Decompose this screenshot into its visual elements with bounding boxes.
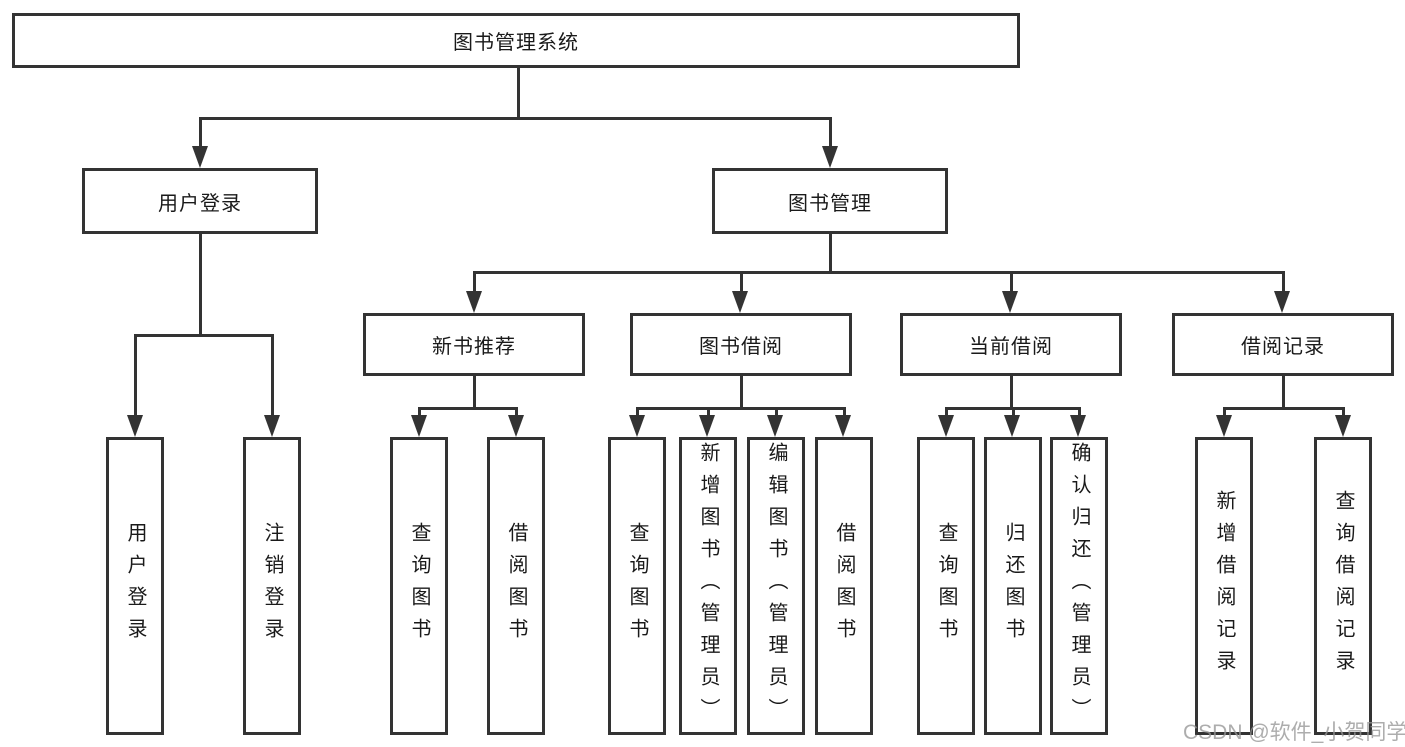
node-leaf-logout: 注销登录 (243, 437, 301, 735)
node-label: 查询借阅记录 (1332, 490, 1354, 682)
node-leaf-add-borrow-record: 新增借阅记录 (1195, 437, 1253, 735)
node-label: 图书管理系统 (453, 32, 579, 54)
node-leaf-edit-book-admin: 编辑图书（管理员） (747, 437, 805, 735)
node-leaf-return-books: 归还图书 (984, 437, 1042, 735)
connector-drop (199, 117, 202, 150)
connector-drop (945, 407, 948, 419)
arrowhead (466, 291, 482, 313)
node-label: 查询图书 (935, 522, 957, 650)
node-label: 新增图书（管理员） (697, 442, 719, 730)
node-label: 借阅记录 (1241, 336, 1325, 358)
node-new-book-recommendation: 新书推荐 (363, 313, 585, 376)
node-leaf-borrow-books: 借阅图书 (815, 437, 873, 735)
node-label: 图书借阅 (699, 336, 783, 358)
connector-drop (1342, 407, 1345, 419)
node-book-borrowing: 图书借阅 (630, 313, 852, 376)
connector-stem (473, 376, 476, 410)
connector-drop (134, 334, 137, 418)
node-leaf-query-books: 查询图书 (608, 437, 666, 735)
connector-stem (1282, 376, 1285, 410)
arrowhead (411, 415, 427, 437)
arrowhead (1274, 291, 1290, 313)
csdn-watermark: CSDN @软件_小贺同学 (1183, 721, 1405, 744)
node-label: 当前借阅 (969, 336, 1053, 358)
node-label: 借阅图书 (505, 522, 527, 650)
arrowhead (699, 415, 715, 437)
arrowhead (1002, 291, 1018, 313)
node-label: 新增借阅记录 (1213, 490, 1235, 682)
node-label: 编辑图书（管理员） (765, 442, 787, 730)
connector-drop (1223, 407, 1226, 419)
connector-bar (1223, 407, 1345, 410)
node-label: 用户登录 (158, 192, 242, 215)
connector-drop (271, 334, 274, 418)
arrowhead (732, 291, 748, 313)
node-user-login: 用户登录 (82, 168, 318, 234)
connector-root-stem (517, 68, 520, 120)
node-label: 查询图书 (626, 522, 648, 650)
connector-drop (636, 407, 639, 419)
arrowhead (1004, 415, 1020, 437)
node-label: 借阅图书 (833, 522, 855, 650)
arrowhead (1070, 415, 1086, 437)
node-leaf-query-books: 查询图书 (390, 437, 448, 735)
connector-drop (473, 271, 476, 295)
arrowhead (629, 415, 645, 437)
node-leaf-user-login: 用户登录 (106, 437, 164, 735)
connector-drop (1078, 407, 1081, 419)
arrowhead (822, 146, 838, 168)
node-label: 注销登录 (261, 522, 283, 650)
node-leaf-borrow-books: 借阅图书 (487, 437, 545, 735)
arrowhead (1216, 415, 1232, 437)
connector-level3-bar (473, 271, 1285, 274)
node-current-borrowing: 当前借阅 (900, 313, 1122, 376)
arrowhead (1335, 415, 1351, 437)
connector-drop (418, 407, 421, 419)
node-label: 图书管理 (788, 192, 872, 215)
node-leaf-query-books: 查询图书 (917, 437, 975, 735)
connector-drop (740, 271, 743, 295)
node-label: 归还图书 (1002, 522, 1024, 650)
connector-drop (843, 407, 846, 419)
connector-user-login-stem (199, 234, 202, 337)
connector-drop (1012, 407, 1015, 419)
arrowhead (767, 415, 783, 437)
node-leaf-add-book-admin: 新增图书（管理员） (679, 437, 737, 735)
node-leaf-query-borrow-record: 查询借阅记录 (1314, 437, 1372, 735)
arrowhead (264, 415, 280, 437)
connector-stem (740, 376, 743, 410)
arrowhead (938, 415, 954, 437)
connector-drop (1010, 271, 1013, 295)
node-library-management-system: 图书管理系统 (12, 13, 1020, 68)
connector-drop (829, 117, 832, 150)
node-label: 新书推荐 (432, 336, 516, 358)
arrowhead (835, 415, 851, 437)
connector-stem (1010, 376, 1013, 410)
connector-level1-bar (199, 117, 832, 120)
arrowhead (127, 415, 143, 437)
arrowhead (192, 146, 208, 168)
arrowhead (508, 415, 524, 437)
connector-drop (707, 407, 710, 419)
connector-drop (775, 407, 778, 419)
node-label: 查询图书 (408, 522, 430, 650)
node-label: 确认归还（管理员） (1068, 442, 1090, 730)
connector-book-mgmt-stem (829, 234, 832, 274)
connector-user-login-bar (134, 334, 274, 337)
connector-bar (418, 407, 518, 410)
connector-bar (636, 407, 846, 410)
connector-drop (515, 407, 518, 419)
node-label: 用户登录 (124, 522, 146, 650)
node-book-management: 图书管理 (712, 168, 948, 234)
node-leaf-confirm-return-admin: 确认归还（管理员） (1050, 437, 1108, 735)
connector-drop (1282, 271, 1285, 295)
node-borrowing-records: 借阅记录 (1172, 313, 1394, 376)
